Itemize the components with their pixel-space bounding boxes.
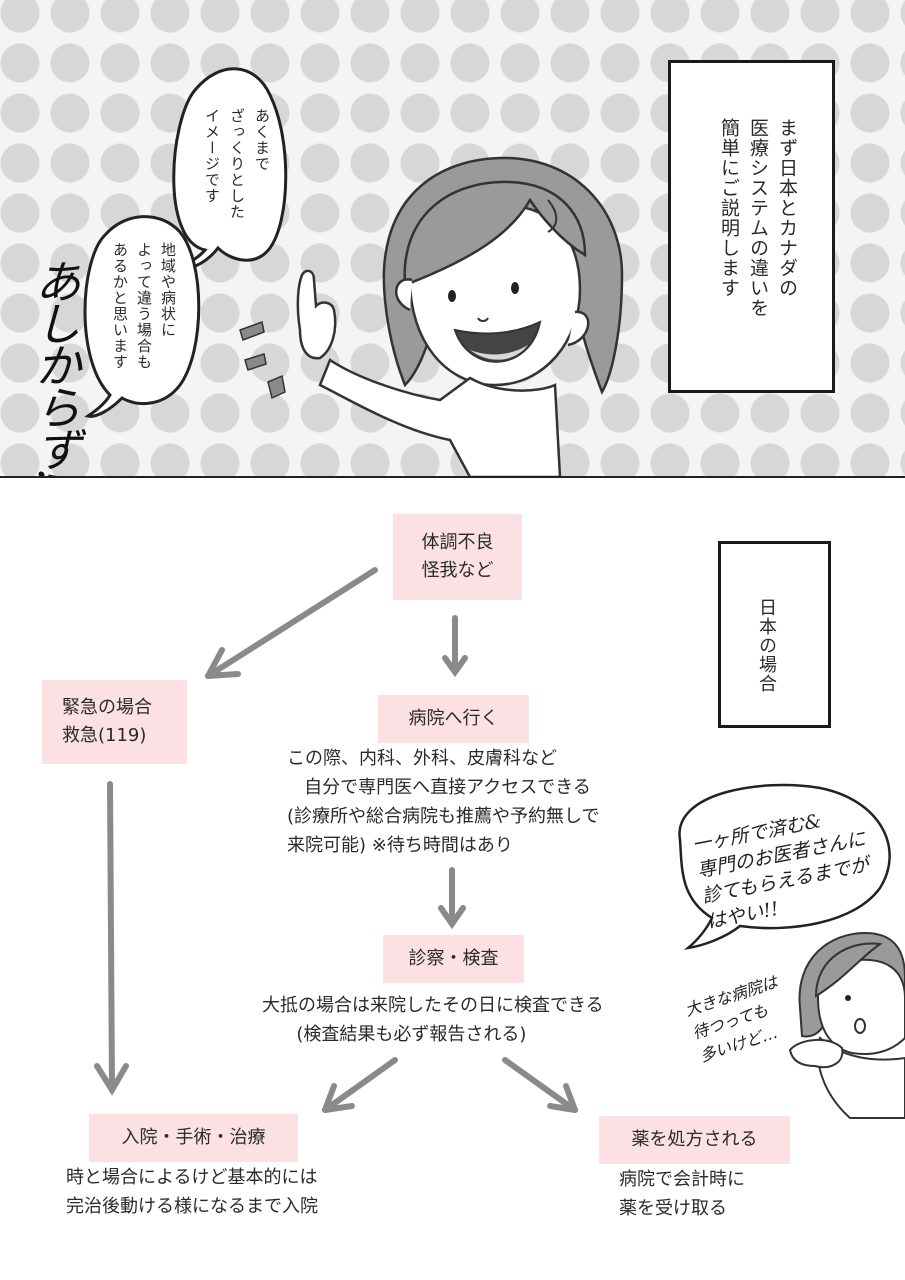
narration-box [668, 60, 835, 393]
small-pointing-hand [788, 1039, 844, 1068]
arrow-to-medicine [502, 1057, 578, 1113]
body [318, 358, 562, 477]
pointing-hand [296, 269, 337, 360]
arrow-to-emergency [205, 567, 378, 679]
narration-text: まず日本とカナダの 医療システムの違いを 簡単にご説明します [718, 118, 798, 318]
speech-bubble-2 [83, 215, 201, 418]
intro-panel: まず日本とカナダの 医療システムの違いを 簡単にご説明します あくまで ざっくり… [0, 0, 905, 477]
eye-left [448, 290, 456, 302]
section-label-box [718, 541, 831, 728]
arrow-to-admission [322, 1057, 398, 1113]
flow-arrows-and-character [94, 567, 905, 1119]
note-may-differ: 地域や病状に よって違う場合も あるかと思います [111, 242, 177, 370]
hospital-description: この際、内科、外科、皮膚科など 自分で専門医へ直接アクセスできる (診療所や総合… [287, 748, 600, 856]
exclamation-ashikarazu: あしからず!! [28, 258, 82, 477]
node-emergency: 緊急の場合 救急(119) [42, 680, 187, 764]
section-label-japan: 日本の場合 [756, 598, 777, 693]
exam-description: 大抵の場合は来院したその日に検査できる (検査結果も必ず報告される) [262, 995, 604, 1045]
node-symptom: 体調不良 怪我など [393, 514, 522, 600]
eye-right [511, 282, 519, 294]
panel-divider [0, 476, 905, 478]
bangs [403, 180, 587, 287]
prescription-description: 病院で会計時に 薬を受け取る [619, 1169, 745, 1219]
node-go-to-hospital: 病院へ行く [378, 695, 529, 743]
arrow-emergency-to-admission [107, 781, 115, 1091]
character-illustration [83, 67, 624, 477]
admission-description: 時と場合によるけど基本的には 完治後動ける様になるまで入院 [66, 1167, 318, 1217]
note-rough-image: あくまで ざっくりとした イメージです [203, 108, 271, 220]
node-admission: 入院・手術・治療 [89, 1114, 298, 1162]
node-prescription: 薬を処方される [599, 1116, 790, 1164]
node-examination: 診察・検査 [383, 935, 524, 983]
speech-bubble-right [678, 783, 891, 950]
